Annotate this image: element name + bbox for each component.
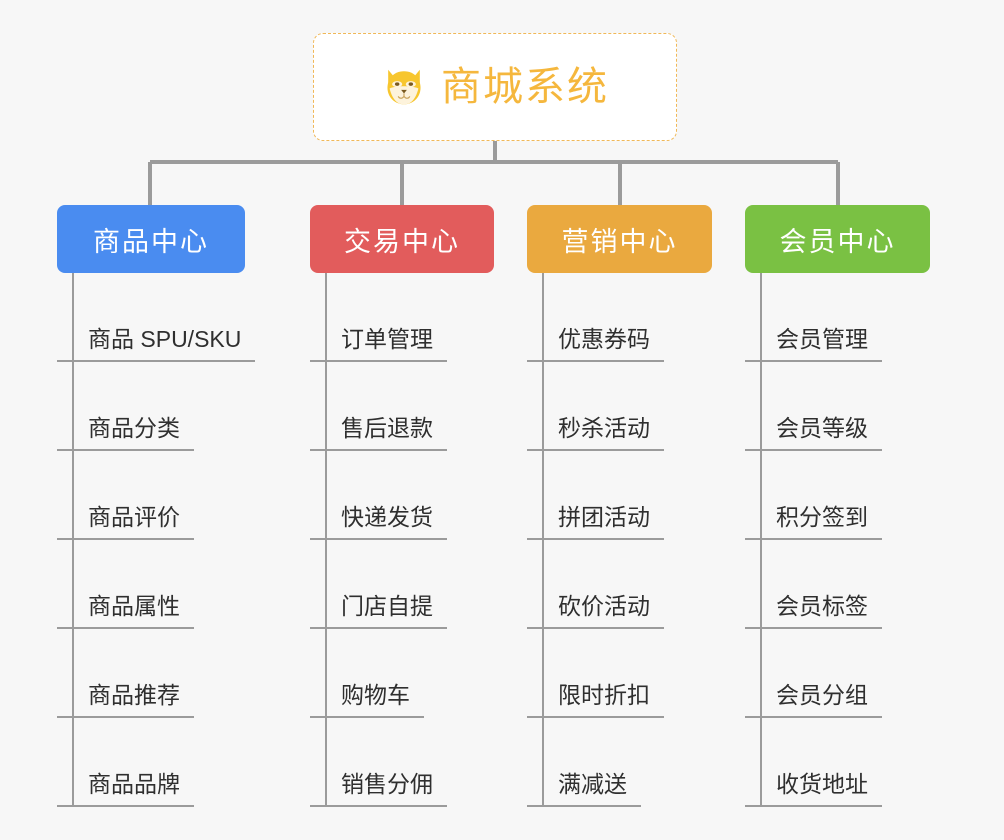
item-label: 门店自提: [310, 595, 447, 629]
item-label: 会员分组: [745, 684, 882, 718]
item-label: 拼团活动: [527, 506, 664, 540]
branch-column-1: 交易中心 订单管理 售后退款 快递发货 门店自提 购物车 销售分佣: [310, 205, 494, 807]
list-item[interactable]: 砍价活动: [527, 540, 712, 629]
branch-items-0: 商品 SPU/SKU 商品分类 商品评价 商品属性 商品推荐 商品品牌: [57, 273, 256, 807]
branch-items-1: 订单管理 售后退款 快递发货 门店自提 购物车 销售分佣: [310, 273, 494, 807]
list-item[interactable]: 会员分组: [745, 629, 930, 718]
branch-spine-0: [72, 273, 74, 807]
item-label: 会员管理: [745, 328, 882, 362]
list-item[interactable]: 会员标签: [745, 540, 930, 629]
item-label: 收货地址: [745, 773, 882, 807]
list-item[interactable]: 会员管理: [745, 273, 930, 362]
item-label: 购物车: [310, 684, 424, 718]
list-item[interactable]: 订单管理: [310, 273, 494, 362]
branch-items-3: 会员管理 会员等级 积分签到 会员标签 会员分组 收货地址: [745, 273, 930, 807]
item-label: 砍价活动: [527, 595, 664, 629]
branch-column-0: 商品中心 商品 SPU/SKU 商品分类 商品评价 商品属性 商品推荐 商品品牌: [57, 205, 256, 807]
list-item[interactable]: 秒杀活动: [527, 362, 712, 451]
list-item[interactable]: 商品分类: [57, 362, 245, 451]
branch-items-2: 优惠券码 秒杀活动 拼团活动 砍价活动 限时折扣 满减送: [527, 273, 712, 807]
item-label: 商品推荐: [57, 684, 194, 718]
item-label: 商品评价: [57, 506, 194, 540]
list-item[interactable]: 商品 SPU/SKU: [57, 273, 256, 362]
item-label: 商品属性: [57, 595, 194, 629]
root-node[interactable]: 商城系统: [313, 33, 677, 141]
item-label: 商品分类: [57, 417, 194, 451]
list-item[interactable]: 购物车: [310, 629, 494, 718]
list-item[interactable]: 限时折扣: [527, 629, 712, 718]
list-item[interactable]: 会员等级: [745, 362, 930, 451]
root-title: 商城系统: [441, 65, 609, 109]
list-item[interactable]: 售后退款: [310, 362, 494, 451]
item-label: 秒杀活动: [527, 417, 664, 451]
list-item[interactable]: 商品品牌: [57, 718, 245, 807]
branch-head-1[interactable]: 交易中心: [310, 205, 494, 273]
branch-column-3: 会员中心 会员管理 会员等级 积分签到 会员标签 会员分组 收货地址: [745, 205, 930, 807]
item-label: 快递发货: [310, 506, 447, 540]
item-label: 会员等级: [745, 417, 882, 451]
item-label: 积分签到: [745, 506, 882, 540]
list-item[interactable]: 商品属性: [57, 540, 245, 629]
shiba-dog-face-icon: [387, 69, 421, 105]
branch-spine-2: [542, 273, 544, 807]
branch-column-2: 营销中心 优惠券码 秒杀活动 拼团活动 砍价活动 限时折扣 满减送: [527, 205, 712, 807]
item-label: 订单管理: [310, 328, 447, 362]
list-item[interactable]: 收货地址: [745, 718, 930, 807]
branch-spine-1: [325, 273, 327, 807]
branch-head-3[interactable]: 会员中心: [745, 205, 930, 273]
list-item[interactable]: 销售分佣: [310, 718, 494, 807]
item-label: 售后退款: [310, 417, 447, 451]
branch-spine-3: [760, 273, 762, 807]
list-item[interactable]: 商品评价: [57, 451, 245, 540]
list-item[interactable]: 商品推荐: [57, 629, 245, 718]
list-item[interactable]: 拼团活动: [527, 451, 712, 540]
item-label: 满减送: [527, 773, 641, 807]
item-label: 会员标签: [745, 595, 882, 629]
branch-head-0[interactable]: 商品中心: [57, 205, 245, 273]
item-label: 商品 SPU/SKU: [57, 328, 256, 362]
item-label: 销售分佣: [310, 773, 447, 807]
list-item[interactable]: 满减送: [527, 718, 712, 807]
list-item[interactable]: 门店自提: [310, 540, 494, 629]
list-item[interactable]: 积分签到: [745, 451, 930, 540]
branch-head-2[interactable]: 营销中心: [527, 205, 712, 273]
item-label: 优惠券码: [527, 328, 664, 362]
list-item[interactable]: 优惠券码: [527, 273, 712, 362]
item-label: 商品品牌: [57, 773, 194, 807]
list-item[interactable]: 快递发货: [310, 451, 494, 540]
item-label: 限时折扣: [527, 684, 664, 718]
